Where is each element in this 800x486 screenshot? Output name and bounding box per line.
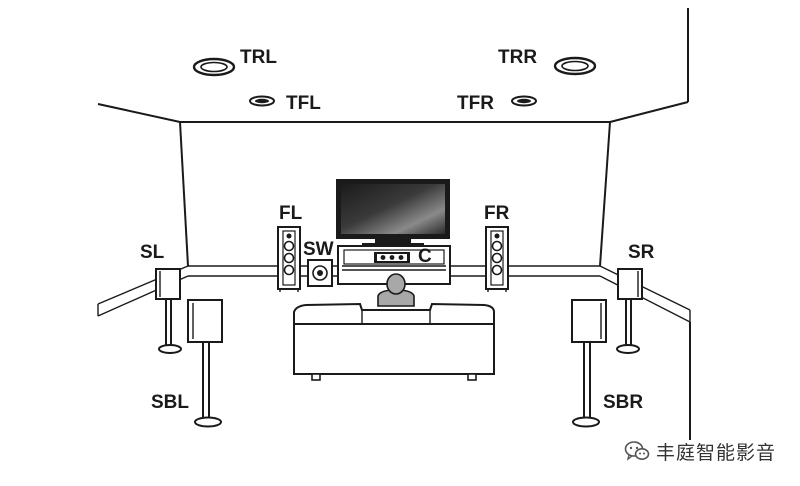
- label-sbr: SBR: [603, 392, 643, 413]
- label-fl: FL: [279, 203, 303, 224]
- speaker-sr: [616, 268, 643, 354]
- label-sbl: SBL: [151, 392, 189, 413]
- speaker-sw: [307, 259, 333, 287]
- speaker-sl: [155, 268, 182, 354]
- speaker-sbl: [187, 299, 223, 428]
- tv: [336, 179, 450, 246]
- speaker-fl: [277, 226, 301, 292]
- label-sl: SL: [140, 242, 165, 263]
- speaker-fr: [485, 226, 509, 292]
- wechat-icon: [624, 441, 650, 461]
- speaker-tfl: [249, 95, 275, 107]
- speaker-trl: [192, 57, 236, 77]
- speaker-c: [374, 252, 410, 263]
- room-outline: [97, 8, 691, 440]
- label-c: C: [418, 246, 432, 267]
- label-tfl: TFL: [286, 93, 321, 114]
- label-sr: SR: [628, 242, 655, 263]
- watermark: 丰庭智能影音: [624, 436, 776, 466]
- speaker-sbr: [571, 299, 607, 428]
- speaker-trr: [553, 56, 597, 76]
- label-fr: FR: [484, 203, 510, 224]
- label-sw: SW: [303, 239, 334, 260]
- label-trl: TRL: [240, 47, 277, 68]
- label-tfr: TFR: [457, 93, 494, 114]
- sofa: [293, 302, 495, 381]
- listener: [377, 273, 415, 307]
- watermark-text: 丰庭智能影音: [656, 441, 777, 464]
- label-trr: TRR: [498, 47, 537, 68]
- speaker-tfr: [511, 95, 537, 107]
